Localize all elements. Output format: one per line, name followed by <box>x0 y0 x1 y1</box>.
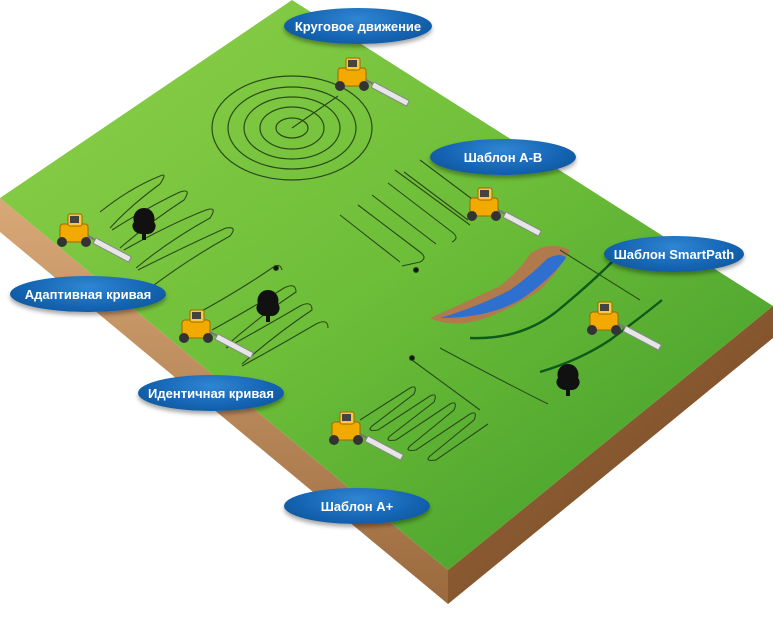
grass-field <box>0 0 773 570</box>
circular-pattern <box>211 75 373 181</box>
label-a-plus: Шаблон A+ <box>284 488 430 524</box>
label-adaptive-curve: Адаптивная кривая <box>10 276 166 312</box>
label-circular: Круговое движение <box>284 8 432 44</box>
label-identical-curve: Идентичная кривая <box>138 375 284 411</box>
label-ab-pattern: Шаблон A-B <box>430 139 576 175</box>
a-plus-pattern <box>359 354 489 462</box>
riverbank <box>430 245 570 324</box>
label-smartpath: Шаблон SmartPath <box>604 236 744 272</box>
soil-right-side <box>448 306 773 604</box>
river <box>440 255 566 318</box>
identical-curve-pattern <box>199 264 329 367</box>
ab-pattern <box>339 159 485 274</box>
smartpath-pattern <box>469 261 663 374</box>
